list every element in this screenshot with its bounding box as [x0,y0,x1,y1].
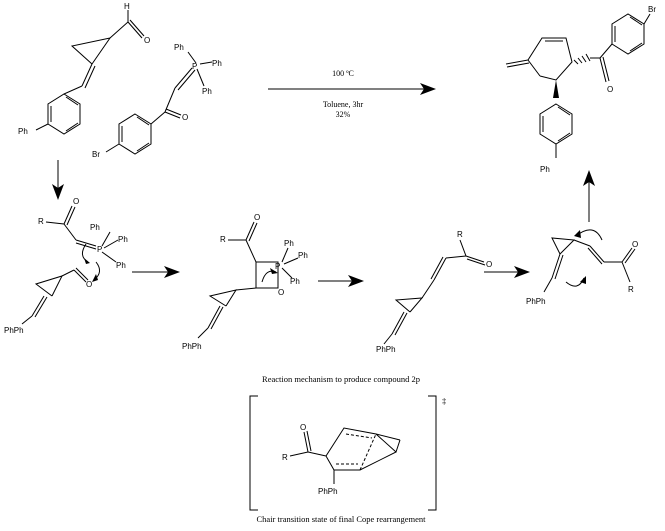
r-label: R [628,285,634,294]
i4-phph-label: PhPh [526,297,546,306]
up-arrow [583,170,595,222]
ph-label: Ph [284,239,294,248]
ph-label: Ph [290,277,300,286]
ts-o-label: O [300,423,306,432]
r-label: R [282,453,288,462]
transition-caption: Chair transition state of final Cope rea… [257,514,427,524]
ph-label: Ph [18,127,28,136]
product-br-label: Br [648,5,656,14]
ph-label: Ph [298,251,308,260]
ph-label: Ph [174,43,184,52]
r-label: R [220,235,226,244]
intermediate-1: R O P Ph Ph Ph O PhPh [4,197,128,335]
arrow-4 [484,266,530,278]
intermediate-2: R O P O Ph Ph Ph PhPh [182,213,308,351]
temperature-condition: 100 ºC [332,69,354,78]
down-arrow [52,160,64,200]
r-label: R [38,217,44,226]
ph-label: Ph [202,87,212,96]
ph-label: Ph [90,223,100,232]
i2-p-label: P [275,262,280,271]
ph-label: Ph [116,261,126,270]
arrow-3 [318,275,364,287]
ketone-o-label: O [182,113,188,122]
mechanism-caption: Reaction mechanism to produce compound 2… [262,374,420,384]
arrow-2 [132,266,180,278]
i1-o-label: O [73,197,79,206]
ts-phph-label: PhPh [318,487,338,496]
intermediate-3: R O PhPh [376,230,492,354]
ph-label: Ph [118,235,128,244]
product-compound: O Br Ph [505,5,656,174]
intermediate-4: O R PhPh [526,229,638,306]
hashed-bond [573,53,591,65]
main-reaction-arrow: 100 ºC Toluene, 3hr 32% [268,69,436,119]
i2-o-label: O [254,213,260,222]
i3-phph-label: PhPh [376,345,396,354]
aldehyde-h-label: H [124,2,130,11]
yield-condition: 32% [336,110,351,119]
i1-ald-o-label: O [86,280,92,289]
i2-ring-o-label: O [278,288,284,297]
solvent-condition: Toluene, 3hr [323,100,364,109]
i4-o-label: O [632,240,638,249]
br-label: Br [92,150,100,159]
aldehyde-o-label: O [144,36,150,45]
wedge-bond [553,80,559,98]
i3-o-label: O [486,260,492,269]
i2-phph-label: PhPh [182,342,202,351]
starting-ylide: Br O P Ph Ph Ph [92,43,222,159]
phosphorus-label: P [192,62,197,71]
r-label: R [457,230,463,239]
starting-aldehyde: H O Ph [18,2,150,136]
product-ketone-o-label: O [607,85,613,94]
transition-state-mark: ‡ [442,396,446,406]
i1-p-label: P [97,245,102,254]
transition-state: ‡ R O PhPh [249,395,446,511]
ph-label: Ph [212,59,222,68]
i1-phph-label: PhPh [4,326,24,335]
product-ph-label: Ph [540,165,550,174]
